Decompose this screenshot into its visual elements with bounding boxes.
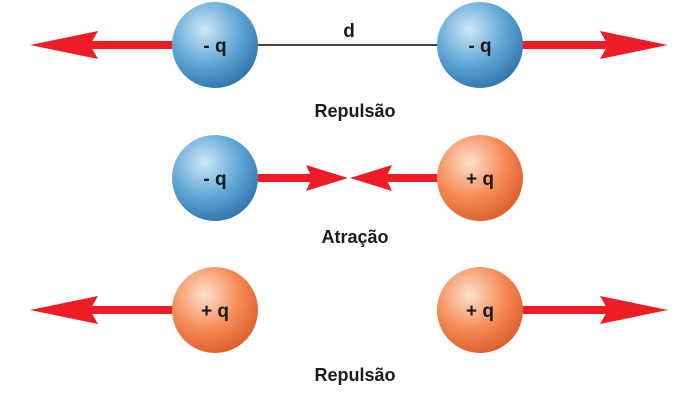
caption-repulsion-top: Repulsão [314, 101, 395, 121]
charge-negative-left-row2: - q [172, 135, 258, 221]
charge-label: + q [466, 301, 494, 322]
force-arrow-left-row3 [30, 296, 180, 324]
distance-label: d [343, 21, 355, 42]
charge-label: - q [203, 36, 226, 57]
charge-negative-right-row1: - q [437, 2, 523, 88]
charge-label: - q [203, 169, 226, 190]
caption-attraction: Atração [321, 227, 388, 247]
charge-positive-right-row3: + q [437, 267, 523, 353]
caption-repulsion-bottom: Repulsão [314, 365, 395, 385]
charge-positive-right-row2: + q [437, 135, 523, 221]
force-arrow-right-row3 [518, 296, 668, 324]
force-arrow-right-row1 [518, 31, 668, 59]
charge-negative-left-row1: - q [172, 2, 258, 88]
charge-positive-left-row3: + q [172, 267, 258, 353]
charge-label: + q [466, 169, 494, 190]
force-arrow-right-row2 [350, 165, 440, 191]
charge-label: + q [201, 301, 229, 322]
charge-label: - q [468, 36, 491, 57]
force-arrow-left-row2 [258, 165, 348, 191]
force-arrow-left-row1 [30, 31, 180, 59]
